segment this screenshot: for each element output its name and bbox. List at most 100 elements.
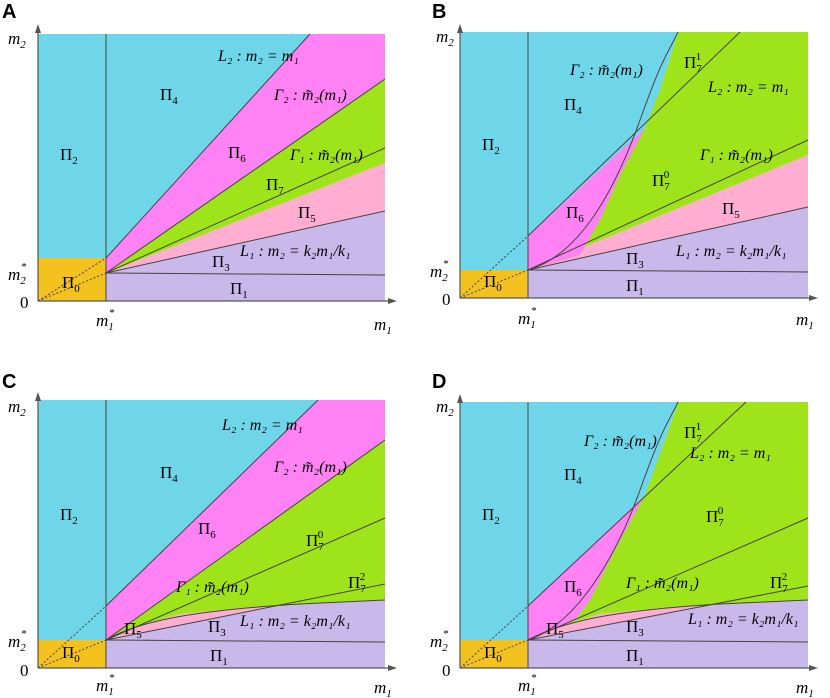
origin-label: 0	[442, 661, 451, 680]
m1-star-label: m1*	[518, 672, 537, 698]
curve-gamma1	[527, 139, 809, 271]
region-pi1	[106, 273, 385, 301]
label-pi7-1: Π71	[684, 421, 702, 445]
curve-gamma1	[527, 599, 809, 641]
panel-d: D m2 m1 0 m1* m2* Π0 Π1 Π2 Π3 Π4 Π5 Π6 Π…	[430, 371, 818, 698]
line-m2-star	[527, 269, 809, 273]
label-gamma1: Γ₁ : m̃₂(m₁)	[175, 579, 249, 596]
origin-label: 0	[20, 293, 29, 312]
region-pi2	[460, 32, 528, 270]
label-l2: L₂ : m₂ = m₁	[707, 79, 789, 96]
x-axis-label: m1	[796, 310, 814, 332]
label-gamma2: Γ₂ : m̃₂(m₁)	[583, 433, 657, 450]
label-l2: L₂ : m₂ = m₁	[221, 417, 303, 434]
dotted-l2	[37, 605, 107, 669]
label-pi1: Π1	[626, 276, 644, 298]
region-pi6	[106, 400, 385, 640]
label-pi2: Π2	[60, 505, 78, 527]
curve-l1	[527, 206, 809, 271]
curve-gamma2	[105, 78, 386, 274]
line-m2-star	[105, 272, 386, 276]
y-axis-label: m2	[436, 27, 454, 49]
label-l1: L₁ : m₂ = k₂m₁/k₁	[687, 611, 799, 628]
y-axis-arrow	[35, 392, 41, 401]
dotted-l2	[459, 235, 529, 299]
region-pi6	[528, 495, 645, 640]
label-pi5: Π5	[722, 199, 740, 221]
curve-l2	[105, 33, 311, 259]
label-pi0: Π0	[62, 643, 80, 665]
label-pi7-0: Π70	[652, 169, 670, 193]
label-gamma2: Γ₂ : m̃₂(m₁)	[273, 459, 347, 476]
panel-a: A m2 m1 0 m1* m2* Π0 Π1 Π2 Π3 Π4 Π5 Π6 Π…	[2, 1, 397, 337]
curve-l1	[527, 585, 809, 641]
label-pi0: Π0	[484, 272, 502, 294]
label-pi7: Π7	[266, 175, 284, 197]
label-pi1: Π1	[626, 646, 644, 668]
curve-l1	[105, 210, 386, 274]
label-gamma1: Γ₁ : m̃₂(m₁)	[289, 147, 363, 164]
label-gamma2: Γ₂ : m̃₂(m₁)	[569, 62, 643, 79]
label-pi3: Π3	[626, 617, 644, 639]
label-pi1: Π1	[210, 646, 228, 668]
label-pi5: Π5	[124, 619, 142, 641]
label-l1: L₁ : m₂ = k₂m₁/k₁	[675, 243, 787, 260]
label-pi6: Π6	[198, 519, 216, 541]
panel-d-letter: D	[432, 371, 446, 393]
label-pi0: Π0	[484, 643, 502, 665]
x-axis-label: m1	[374, 315, 392, 337]
label-pi2: Π2	[482, 505, 500, 527]
label-l2: L₂ : m₂ = m₁	[689, 445, 771, 462]
label-pi4: Π4	[160, 463, 178, 485]
y-axis-arrow	[35, 24, 41, 33]
region-pi6	[106, 34, 385, 273]
label-pi0: Π0	[62, 273, 80, 295]
region-pi6	[528, 128, 645, 270]
label-pi1: Π1	[230, 279, 248, 301]
panel-a-letter: A	[2, 1, 16, 23]
y-axis-arrow	[457, 394, 463, 403]
label-pi7-0: Π70	[706, 505, 724, 529]
x-axis-arrow	[809, 665, 818, 671]
m2-star-label: m2*	[8, 628, 27, 654]
m1-star-label: m1*	[96, 307, 115, 333]
curve-l2	[527, 401, 747, 607]
label-l1: L₁ : m₂ = k₂m₁/k₁	[239, 243, 351, 260]
label-pi3: Π3	[212, 252, 230, 274]
label-l2: L₂ : m₂ = m₁	[217, 48, 299, 65]
m2-star-label: m2*	[8, 261, 27, 287]
region-pi4	[528, 402, 678, 606]
curve-gamma2	[527, 31, 679, 271]
dotted-l2	[37, 257, 107, 302]
panel-c: C m2 m1 0 m1* m2* Π0 Π1 Π2 Π3 Π4 Π5 Π6 Π…	[2, 371, 397, 698]
region-pi7	[528, 32, 808, 270]
line-m2-star	[527, 639, 809, 643]
panel-c-letter: C	[2, 371, 16, 393]
region-pi2	[38, 400, 106, 640]
label-gamma2: Γ₂ : m̃₂(m₁)	[273, 87, 347, 104]
label-pi4: Π4	[160, 85, 178, 107]
label-pi6: Π6	[566, 203, 584, 225]
label-l1: L₁ : m₂ = k₂m₁/k₁	[239, 613, 351, 630]
label-pi7-2: Π72	[770, 571, 788, 595]
dotted-l1	[459, 269, 529, 299]
x-axis-label: m1	[374, 678, 392, 698]
x-axis-arrow	[809, 295, 818, 301]
panel-b: B m2 m1 0 m1* m2* Π0 Π1 Π2 Π3 Π4 Π5 Π6 Π…	[430, 1, 818, 332]
m2-star-label: m2*	[430, 628, 449, 654]
dotted-l1	[37, 272, 107, 302]
label-pi4: Π4	[564, 95, 582, 117]
dotted-l1	[459, 639, 529, 669]
label-pi4: Π4	[564, 465, 582, 487]
curve-gamma1	[105, 147, 386, 274]
y-axis-label: m2	[8, 397, 26, 419]
m1-star-label: m1*	[96, 672, 115, 698]
region-pi1	[528, 270, 808, 298]
m1-star-label: m1*	[518, 305, 537, 331]
curve-extra	[105, 517, 386, 641]
origin-label: 0	[20, 661, 29, 680]
label-pi6: Π6	[228, 143, 246, 165]
curve-l1	[105, 583, 386, 641]
y-axis-arrow	[457, 24, 463, 33]
curve-l2	[105, 399, 319, 607]
